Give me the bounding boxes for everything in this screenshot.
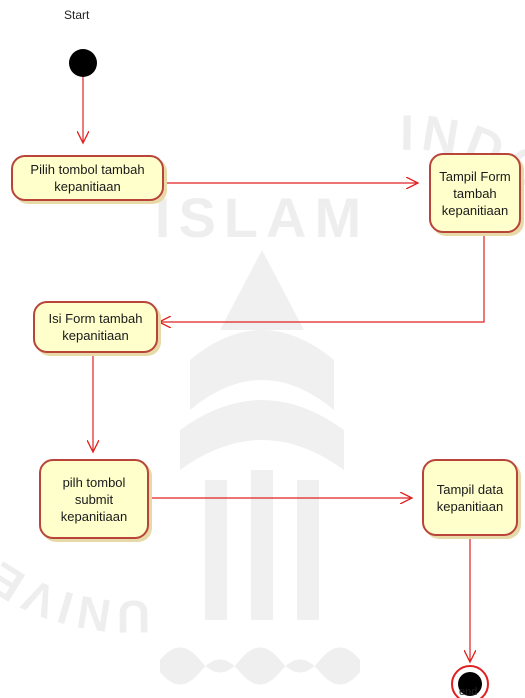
activity-isi-form: Isi Form tambah kepanitiaan — [33, 301, 158, 353]
watermark-top-word: ISLAM — [155, 186, 369, 249]
watermark-ornament-icon — [160, 647, 360, 685]
start-label: Start — [64, 8, 90, 22]
activity-tampil-data: Tampil data kepanitiaan — [422, 459, 518, 536]
end-node — [451, 665, 489, 698]
end-label: end — [459, 686, 478, 698]
flow-tampil-form-to-isi-form — [159, 229, 485, 322]
activity-tampil-form: Tampil Form tambah kepanitiaan — [429, 153, 521, 233]
activity-pilih-tombol-submit: pilh tombol submit kepanitiaan — [39, 459, 149, 539]
watermark-emblem-icon — [180, 250, 344, 620]
activity-pilih-tombol-tambah: Pilih tombol tambah kepanitiaan — [11, 155, 164, 201]
start-node — [69, 49, 97, 77]
